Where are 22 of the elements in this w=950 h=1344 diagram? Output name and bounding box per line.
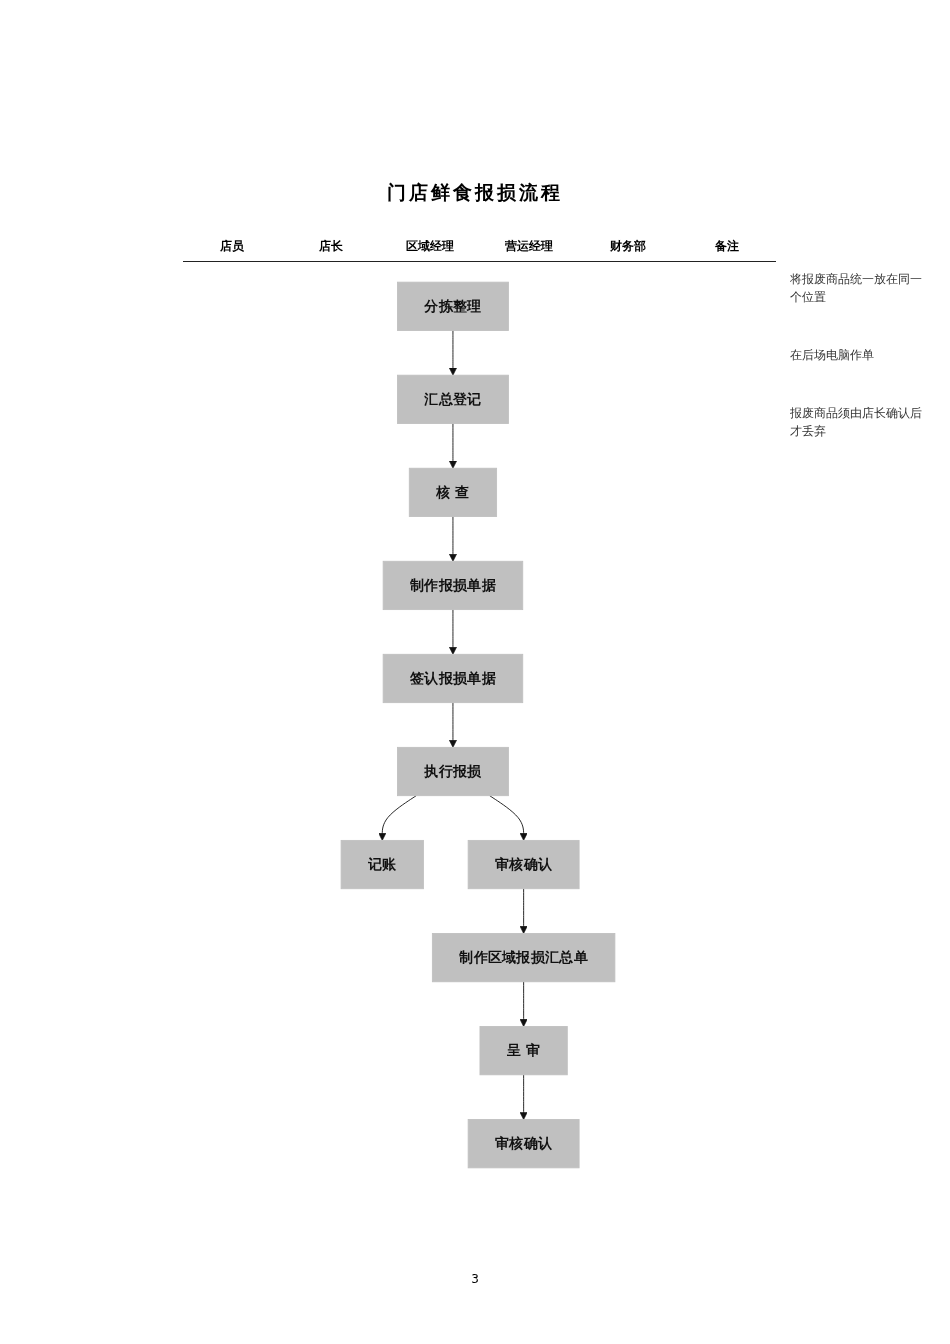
node-box: 制作区域报损汇总单 bbox=[431, 933, 616, 983]
diagram-title: 门店鲜食报损流程 bbox=[386, 180, 564, 205]
column-header: 区域经理 bbox=[405, 238, 456, 255]
note-text: 在后场电脑作单 bbox=[790, 347, 875, 364]
node-box: 制作报损单据 bbox=[382, 560, 524, 611]
node-box: 审核确认 bbox=[467, 839, 580, 890]
node-box: 核 查 bbox=[408, 467, 498, 517]
column-header: 店员 bbox=[219, 238, 246, 255]
node-box: 汇总登记 bbox=[397, 374, 509, 424]
column-header: 备注 bbox=[713, 238, 740, 255]
node-box: 审核确认 bbox=[467, 1119, 580, 1169]
node-box: 呈 审 bbox=[479, 1026, 568, 1076]
column-header: 营运经理 bbox=[503, 238, 554, 255]
note-text: 将报废商品统一放在同一个位置 bbox=[790, 271, 923, 306]
column-header: 财务部 bbox=[608, 238, 647, 255]
node-box: 执行报损 bbox=[397, 746, 509, 797]
node-box: 记账 bbox=[340, 839, 424, 890]
note-text: 报废商品须由店长确认后才丢弃 bbox=[790, 405, 923, 440]
column-header: 店长 bbox=[318, 238, 345, 255]
node-box: 分拣整理 bbox=[397, 281, 509, 331]
page-number: 3 bbox=[470, 1272, 480, 1286]
node-box: 签认报损单据 bbox=[382, 653, 524, 704]
